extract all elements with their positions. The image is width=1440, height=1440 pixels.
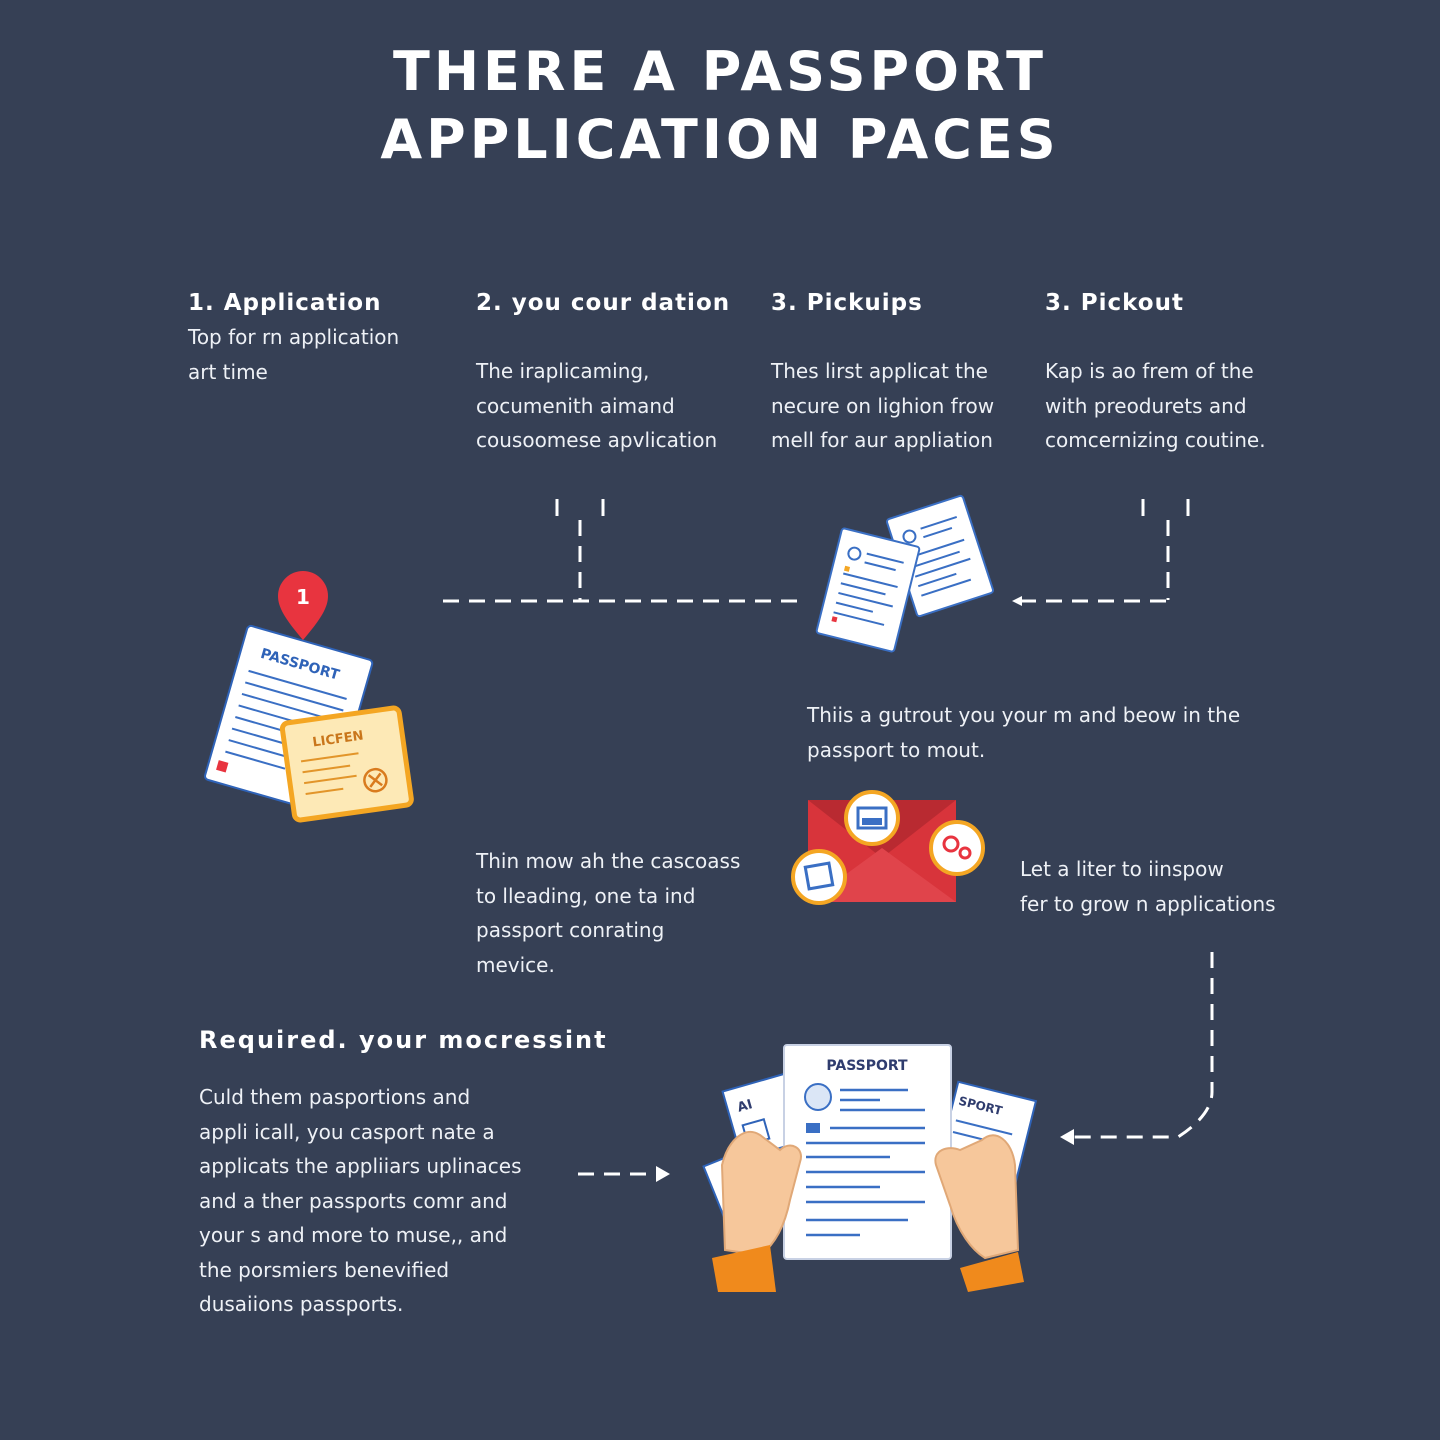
photo-badge-icon [844, 790, 900, 846]
note-line: Thin mow ah the cascoass [476, 849, 741, 873]
step-4-line: comcernizing coutine. [1045, 428, 1266, 452]
required-line: and a ther passports comr and [199, 1188, 508, 1213]
step-3-line: necure on lighion frow [771, 393, 995, 418]
envelope-illustration [791, 790, 985, 905]
step-4-title: 3. Pickout [1045, 290, 1184, 316]
step-4-line: Kap is ao frem of the [1045, 359, 1254, 383]
forms-illustration [815, 494, 995, 653]
step-2: 2. you cour dation The iraplicaming, coc… [476, 290, 756, 458]
right-hand-icon [934, 1134, 1024, 1292]
step-4-line: with preodurets and [1045, 393, 1247, 418]
note-line: to lleading, one ta ind [476, 883, 696, 908]
required-line: dusaiions passports. [199, 1292, 404, 1316]
step-2-line: The iraplicaming, [476, 359, 650, 383]
title-line-2: APPLICATION PACES [380, 108, 1060, 171]
note-middle-center: Thin mow ah the cascoass to lleading, on… [476, 844, 776, 982]
map-pin-icon: 1 [278, 571, 328, 640]
required-line: your s and more to muse,, and [199, 1223, 508, 1247]
step-1-line: art time [188, 359, 268, 384]
form-back-icon [885, 494, 995, 618]
arrowhead-small-icon [1012, 596, 1022, 606]
image-badge-icon [791, 849, 847, 905]
left-hand-icon [712, 1130, 802, 1292]
back-doc-label: AI [736, 1097, 754, 1116]
title-line-1: THERE A PASSPORT [392, 40, 1048, 103]
note-line: passport to mout. [807, 737, 986, 762]
note-envelope-side: Let a liter to iinspow fer to grow n app… [1020, 852, 1320, 921]
step-1-title: 1. Application [188, 290, 382, 316]
passport-license-illustration: PASSPORT LICFEN 1 [204, 571, 414, 823]
form-front-icon [815, 527, 921, 653]
note-line: Let a liter to iinspow [1020, 857, 1224, 881]
license-label: LICFEN [312, 729, 365, 751]
note-line: passport conrating [476, 918, 665, 942]
step-1-body: Top for rn application art time [188, 320, 448, 389]
connector-down-curve [1074, 952, 1214, 1139]
held-doc-label: PASSPORT [826, 1058, 908, 1074]
arrowhead-right-icon [656, 1166, 670, 1182]
note-line: fer to grow n applications [1020, 891, 1276, 916]
hands-holding-passport-illustration: AI SPORT PASSPORT [702, 1044, 1038, 1292]
connector-ticks [555, 499, 1190, 516]
step-3-line: Thes lirst applicat the [771, 359, 988, 383]
step-4: 3. Pickout Kap is ao frem of the with pr… [1045, 290, 1305, 458]
step-3: 3. Pickuips Thes lirst applicat the necu… [771, 290, 1031, 458]
step-1: 1. Application Top for rn application ar… [188, 290, 448, 389]
required-line: appli icall, you casport nate a [199, 1119, 495, 1144]
step-1-line: Top for rn application [188, 325, 400, 349]
step-3-body: Thes lirst applicat the necure on lighio… [771, 354, 1031, 458]
connectors [443, 520, 1214, 1176]
required-line: applicats the appliiars uplinaces [199, 1154, 522, 1178]
people-badge-icon [929, 820, 985, 876]
arrowhead-left-icon [1060, 1129, 1074, 1145]
step-2-line: cousoomese apvlication [476, 428, 718, 452]
held-passport-document-icon: PASSPORT [783, 1044, 952, 1260]
required-title: Required. your mocressint [199, 1026, 608, 1054]
license-card-icon: LICFEN [279, 705, 414, 823]
step-3-title: 3. Pickuips [771, 290, 923, 316]
required-line: Culd them pasportions and [199, 1085, 471, 1109]
step-4-body: Kap is ao frem of the with preodurets an… [1045, 354, 1305, 458]
step-2-body: The iraplicaming, cocumenith aimand cous… [476, 354, 756, 458]
note-middle-right: Thiis a gutrout you your m and beow in t… [807, 698, 1277, 767]
pin-number: 1 [296, 585, 310, 609]
required-body: Culd them pasportions and appli icall, y… [199, 1080, 559, 1322]
step-2-line: cocumenith aimand [476, 393, 675, 418]
note-line: Thiis a gutrout you your m and beow in t… [807, 703, 1241, 727]
step-3-line: mell for aur appliation [771, 428, 993, 452]
step-2-title: 2. you cour dation [476, 290, 731, 316]
required-line: the porsmiers benevified [199, 1257, 450, 1282]
page-title: THERE A PASSPORT APPLICATION PACES [0, 38, 1440, 174]
note-line: mevice. [476, 952, 555, 977]
